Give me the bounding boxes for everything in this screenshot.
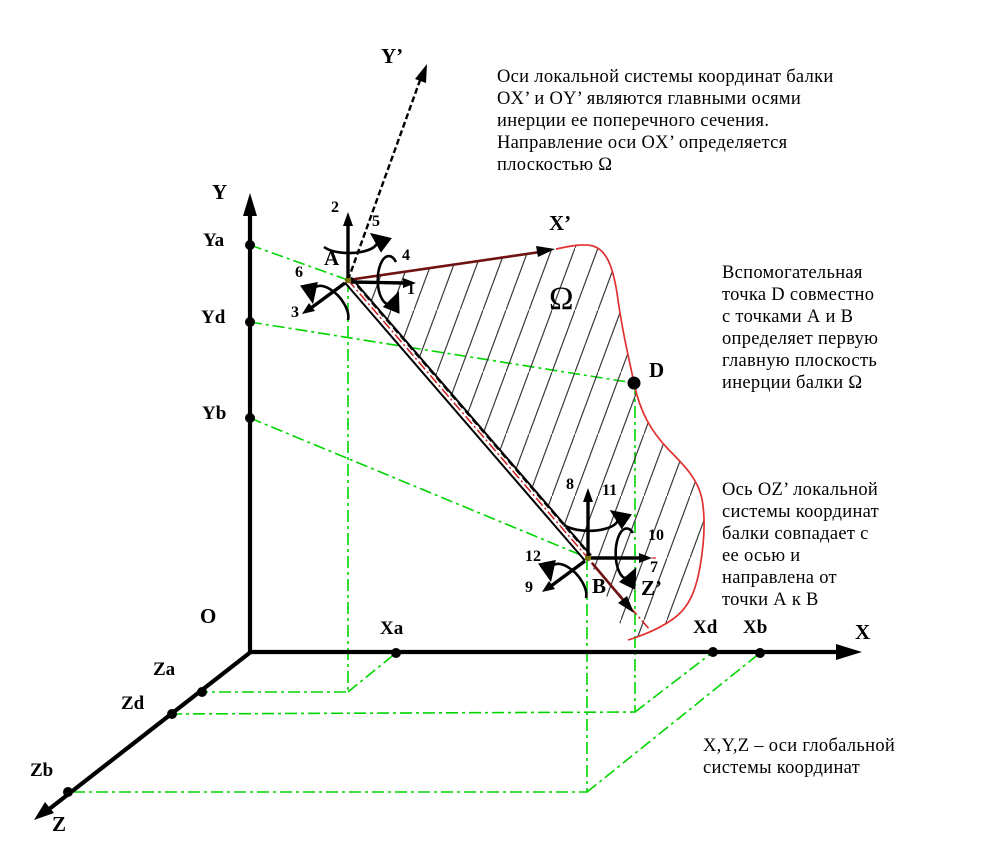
dof-arrow-9: [549, 559, 587, 588]
dof-label-6: 6: [295, 264, 303, 281]
note-local-z: Ось OZ’ локальной системы координат балк…: [722, 480, 880, 610]
dof-arc-5: [323, 232, 392, 255]
projection-yb-b: [249, 417, 589, 559]
projection-ya-a: [249, 244, 349, 281]
dof-arc-4: [376, 254, 400, 314]
dot-yb: [245, 413, 255, 423]
dof-arc-6: [299, 281, 350, 321]
dof-arc-11: [563, 510, 633, 533]
label-local-y: Y’: [381, 44, 404, 68]
label-tick-yb: Yb: [202, 403, 227, 424]
label-axis-y: Y: [212, 180, 228, 204]
local-z-axis: [591, 562, 634, 613]
label-axis-x: X: [855, 620, 871, 644]
dot-yd: [245, 317, 255, 327]
label-tick-xa: Xa: [380, 618, 404, 639]
dof-arc-10: [614, 527, 637, 591]
local-y-axis: [346, 64, 427, 281]
label-tick-yd: Yd: [201, 307, 226, 328]
label-local-x: X’: [549, 211, 572, 235]
dot-xd: [708, 647, 718, 657]
dof-label-10: 10: [648, 527, 664, 544]
dot-zd: [167, 709, 177, 719]
global-z-axis: [46, 649, 254, 812]
label-tick-zb: Zb: [30, 760, 54, 781]
dof-arc-12: [537, 559, 588, 599]
dot-xb: [755, 648, 765, 658]
label-omega-plane: Ω: [549, 281, 574, 317]
global-axes: [46, 206, 840, 812]
dof-arrowheads-node-a: [302, 212, 416, 314]
dof-rotation-arcs-node-a: [299, 232, 400, 321]
label-tick-zd: Zd: [121, 693, 145, 714]
dot-xa: [391, 648, 401, 658]
dof-label-7: 7: [650, 559, 658, 576]
note-point-d: Вспомогательная точка D совместно с точк…: [722, 263, 879, 393]
dot-ya: [245, 240, 255, 250]
dof-label-9: 9: [525, 579, 533, 596]
label-origin: O: [200, 604, 217, 628]
label-tick-za: Za: [153, 659, 176, 680]
note-global-axes: X,Y,Z – оси глобальной системы координат: [703, 736, 896, 778]
axis-point-dots: [63, 240, 765, 797]
label-local-z: Z’: [641, 576, 662, 600]
dot-zb: [63, 787, 73, 797]
dof-label-4: 4: [402, 247, 410, 264]
projection-b-xz: [68, 558, 761, 793]
omega-plane-boundary: [555, 244, 705, 641]
label-tick-xd: Xd: [693, 617, 718, 638]
dof-label-8: 8: [566, 476, 574, 493]
local-x-axis: [347, 246, 555, 282]
label-point-b: B: [592, 574, 607, 598]
dof-label-2: 2: [331, 199, 339, 216]
omega-plane-hatch: [348, 245, 705, 640]
label-axis-z: Z: [52, 812, 67, 836]
dof-label-12: 12: [525, 548, 541, 565]
dof-label-5: 5: [372, 213, 380, 230]
dot-node-b: [584, 554, 592, 562]
dof-label-3: 3: [291, 304, 299, 321]
dot-point-d: [627, 376, 641, 390]
dof-label-1: 1: [407, 281, 415, 298]
dof-rotation-arcs-node-b: [537, 510, 637, 599]
dot-node-a: [344, 276, 352, 284]
dot-za: [197, 687, 207, 697]
note-local-axes: Оси локальной системы координат балки OX…: [497, 67, 834, 175]
label-tick-xb: Xb: [743, 617, 768, 638]
global-axis-arrowheads: [34, 193, 862, 820]
projection-a-xz: [202, 280, 397, 693]
label-point-a: A: [324, 246, 340, 270]
label-point-d: D: [649, 358, 665, 382]
dof-label-11: 11: [602, 482, 618, 499]
dof-arrowheads-node-b: [542, 488, 652, 592]
label-tick-ya: Ya: [203, 230, 225, 251]
